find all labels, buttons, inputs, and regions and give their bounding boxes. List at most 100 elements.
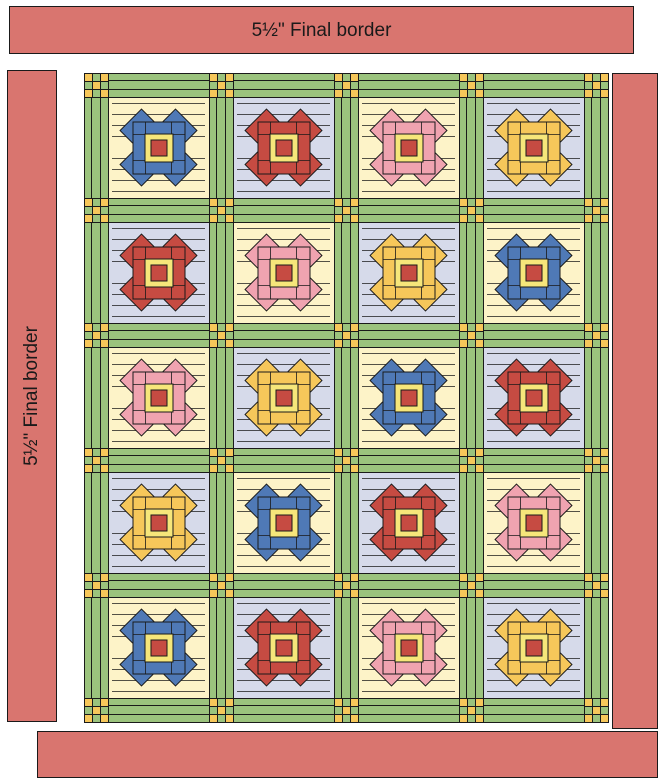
horizontal-sashing-strip [483, 74, 585, 98]
horizontal-sashing-strip [483, 324, 585, 348]
vertical-sashing-strip [210, 97, 234, 199]
flower-block-yellow [484, 98, 585, 199]
vertical-sashing-strip [460, 472, 484, 574]
cornerstone-block [585, 324, 609, 348]
cornerstone-block [85, 574, 109, 598]
cornerstone-block [335, 74, 359, 98]
flower-block-red [359, 473, 460, 574]
cornerstone-block [210, 199, 234, 223]
left-final-border-strip: 5½" Final border [7, 70, 57, 722]
cornerstone-block [460, 74, 484, 98]
flower-center [526, 140, 542, 156]
vertical-sashing-strip [85, 347, 109, 449]
horizontal-sashing-strip [483, 699, 585, 723]
horizontal-sashing-strip [358, 574, 460, 598]
flower-center [401, 390, 417, 406]
vertical-sashing-strip [85, 597, 109, 699]
vertical-sashing-strip [210, 597, 234, 699]
vertical-sashing-strip [460, 347, 484, 449]
flower-block-pink [109, 348, 210, 449]
cornerstone-block [335, 574, 359, 598]
flower-center [276, 265, 292, 281]
flower-block-yellow [234, 348, 335, 449]
horizontal-sashing-strip [358, 699, 460, 723]
cornerstone-block [335, 699, 359, 723]
vertical-sashing-strip [210, 347, 234, 449]
flower-center [401, 140, 417, 156]
flower-center [151, 390, 167, 406]
horizontal-sashing-strip [483, 574, 585, 598]
vertical-sashing-strip [85, 97, 109, 199]
cornerstone-block [585, 74, 609, 98]
horizontal-sashing-strip [233, 449, 335, 473]
cornerstone-block [335, 324, 359, 348]
horizontal-sashing-strip [108, 324, 210, 348]
horizontal-sashing-strip [233, 324, 335, 348]
horizontal-sashing-strip [483, 449, 585, 473]
flower-center [151, 515, 167, 531]
vertical-sashing-strip [460, 97, 484, 199]
vertical-sashing-strip [210, 472, 234, 574]
flower-center [526, 640, 542, 656]
flower-block-blue [484, 223, 585, 324]
cornerstone-block [85, 324, 109, 348]
cornerstone-block [210, 74, 234, 98]
top-border-label: 5½" Final border [10, 7, 633, 55]
cornerstone-block [460, 199, 484, 223]
horizontal-sashing-strip [233, 199, 335, 223]
cornerstone-block [460, 449, 484, 473]
horizontal-sashing-strip [358, 324, 460, 348]
vertical-sashing-strip [335, 347, 359, 449]
flower-block-red [484, 348, 585, 449]
flower-center [526, 390, 542, 406]
cornerstone-block [210, 449, 234, 473]
right-final-border-strip [612, 73, 658, 729]
flower-center [276, 640, 292, 656]
flower-block-pink [484, 473, 585, 574]
flower-block-blue [234, 473, 335, 574]
bottom-final-border-strip [37, 731, 658, 778]
flower-block-blue [109, 598, 210, 699]
vertical-sashing-strip [585, 222, 609, 324]
horizontal-sashing-strip [108, 699, 210, 723]
horizontal-sashing-strip [358, 449, 460, 473]
vertical-sashing-strip [585, 347, 609, 449]
vertical-sashing-strip [335, 597, 359, 699]
flower-center [151, 140, 167, 156]
cornerstone-block [460, 324, 484, 348]
vertical-sashing-strip [210, 222, 234, 324]
vertical-sashing-strip [335, 222, 359, 324]
horizontal-sashing-strip [358, 199, 460, 223]
horizontal-sashing-strip [358, 74, 460, 98]
cornerstone-block [585, 574, 609, 598]
horizontal-sashing-strip [233, 574, 335, 598]
flower-center [401, 265, 417, 281]
cornerstone-block [335, 449, 359, 473]
horizontal-sashing-strip [483, 199, 585, 223]
flower-block-yellow [484, 598, 585, 699]
cornerstone-block [460, 574, 484, 598]
vertical-sashing-strip [460, 597, 484, 699]
vertical-sashing-strip [460, 222, 484, 324]
flower-center [276, 390, 292, 406]
flower-center [401, 640, 417, 656]
cornerstone-block [210, 324, 234, 348]
vertical-sashing-strip [585, 597, 609, 699]
horizontal-sashing-strip [108, 574, 210, 598]
cornerstone-block [85, 699, 109, 723]
flower-block-pink [234, 223, 335, 324]
cornerstone-block [460, 699, 484, 723]
flower-block-blue [109, 98, 210, 199]
quilt-center-diagram [84, 73, 614, 729]
flower-center [151, 640, 167, 656]
flower-block-yellow [109, 473, 210, 574]
vertical-sashing-strip [85, 472, 109, 574]
flower-center [276, 515, 292, 531]
cornerstone-block [585, 199, 609, 223]
flower-block-red [109, 223, 210, 324]
cornerstone-block [335, 199, 359, 223]
horizontal-sashing-strip [108, 449, 210, 473]
flower-center [151, 265, 167, 281]
flower-block-red [234, 98, 335, 199]
horizontal-sashing-strip [233, 74, 335, 98]
